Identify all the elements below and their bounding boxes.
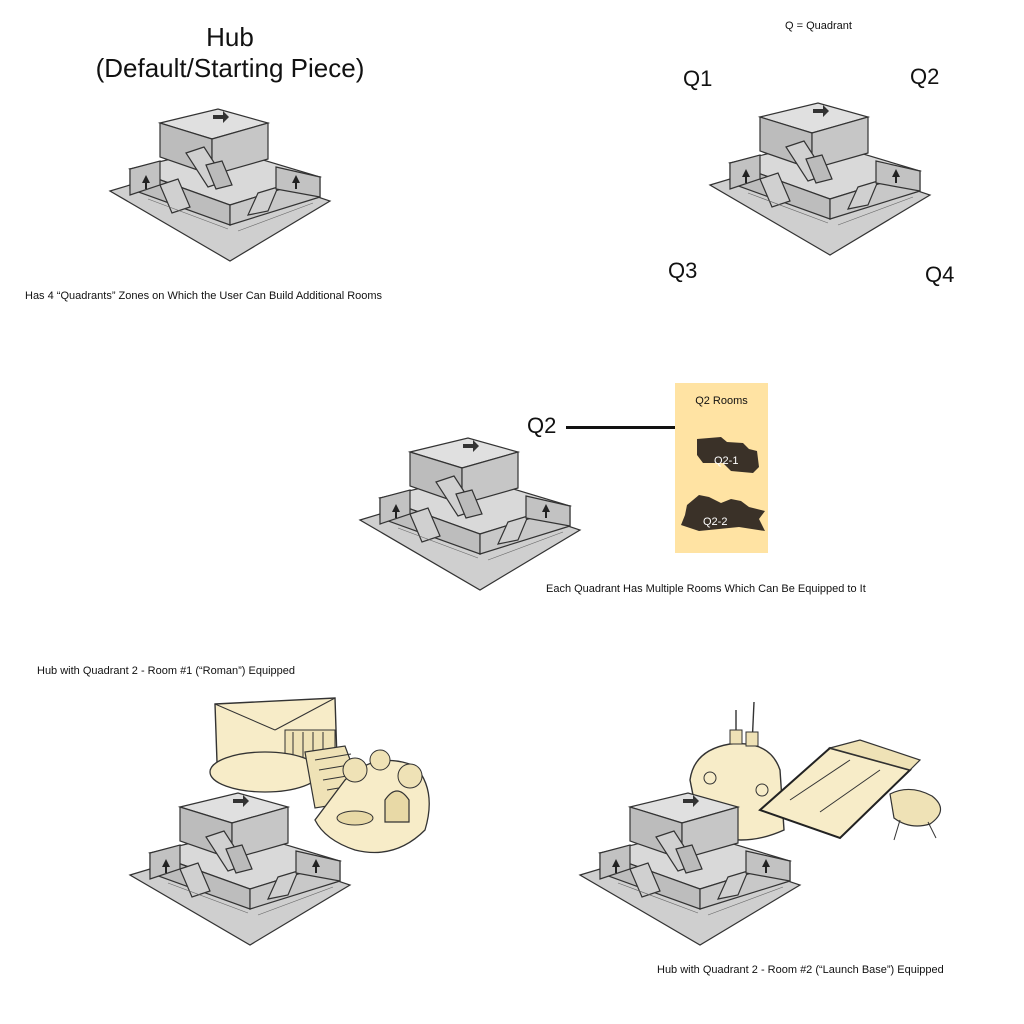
q2-rooms-title: Q2 Rooms bbox=[695, 395, 748, 407]
hub-roman-illustration bbox=[128, 787, 353, 952]
connector-label-q2: Q2 bbox=[527, 413, 557, 438]
title-line-1: Hub bbox=[206, 22, 254, 52]
launch-base-caption: Hub with Quadrant 2 - Room #2 (“Launch B… bbox=[657, 964, 944, 976]
q2-rooms-panel: Q2 Rooms Q2-1 Q2-2 bbox=[675, 383, 768, 553]
title-line-2: (Default/Starting Piece) bbox=[95, 53, 365, 83]
quadrant-label-q1: Q1 bbox=[683, 66, 713, 91]
quadrant-label-q4: Q4 bbox=[925, 262, 955, 287]
room-q2-1-silhouette bbox=[697, 437, 759, 473]
hub-caption: Has 4 “Quadrants” Zones on Which the Use… bbox=[25, 290, 383, 302]
roman-caption: Hub with Quadrant 2 - Room #1 (“Roman”) … bbox=[37, 665, 296, 677]
hub-quadrants-illustration bbox=[708, 97, 933, 262]
room-q2-2-silhouette bbox=[681, 495, 765, 531]
diagram-title: Hub (Default/Starting Piece) bbox=[40, 22, 420, 84]
room-q2-1-label: Q2-1 bbox=[714, 455, 739, 467]
hub-rooms-illustration bbox=[358, 432, 583, 597]
quadrant-label-q2: Q2 bbox=[910, 64, 940, 89]
hub-launch-base-illustration bbox=[578, 787, 803, 952]
quadrant-label-q3: Q3 bbox=[668, 258, 698, 283]
roman-room-illustration bbox=[205, 690, 440, 870]
quadrant-legend: Q = Quadrant bbox=[785, 20, 852, 32]
connector-line bbox=[566, 426, 676, 429]
room-q2-2-label: Q2-2 bbox=[703, 516, 728, 528]
hub-default-illustration bbox=[108, 103, 333, 268]
rooms-caption: Each Quadrant Has Multiple Rooms Which C… bbox=[546, 583, 866, 595]
